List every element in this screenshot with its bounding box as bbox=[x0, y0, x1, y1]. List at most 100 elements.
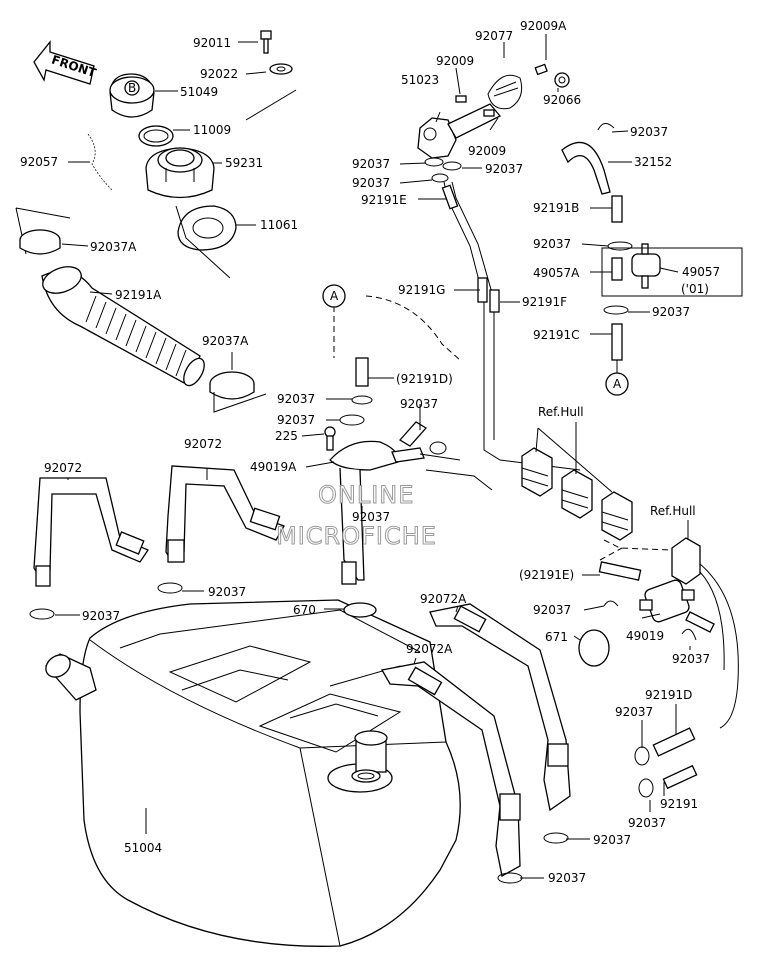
callout-92009-top: 92009 bbox=[436, 54, 474, 68]
strap-92072A-lower bbox=[380, 661, 521, 878]
callout-59231: 59231 bbox=[225, 156, 263, 170]
watermark-line-2: MICROFICHE bbox=[276, 522, 437, 550]
screw-92009A bbox=[534, 63, 548, 76]
clip-92037-r7 bbox=[638, 778, 654, 798]
filler-neck-59231 bbox=[145, 147, 215, 199]
hose-92191F bbox=[489, 289, 500, 313]
callout-labels: 92011 92022 51049 11009 92057 59231 1106… bbox=[20, 19, 720, 885]
callout-92037-right-1: 92037 bbox=[630, 125, 668, 139]
marker-A-top-label: A bbox=[330, 289, 339, 303]
vent-line bbox=[443, 181, 581, 471]
fuel-cap: B bbox=[109, 73, 155, 118]
hose-92191E bbox=[441, 184, 459, 210]
callout-92037-bottom-2: 92037 bbox=[548, 871, 586, 885]
callout-92072-right: 92072 bbox=[184, 437, 222, 451]
callout-92077: 92077 bbox=[475, 29, 513, 43]
tether-cord-92057 bbox=[87, 133, 113, 191]
callout-49057A: 49057A bbox=[533, 266, 580, 280]
fuel-filter-49019 bbox=[639, 579, 695, 623]
valve-49057 bbox=[611, 243, 661, 289]
callout-92072-left: 92072 bbox=[44, 461, 82, 475]
callout-92037-bottom-1: 92037 bbox=[593, 833, 631, 847]
valve-51023 bbox=[417, 95, 502, 159]
callout-92191D: 92191D bbox=[645, 688, 692, 702]
callout-92191A: 92191A bbox=[115, 288, 162, 302]
callout-32152: 32152 bbox=[634, 155, 672, 169]
clip-92037-r1 bbox=[597, 123, 615, 131]
bracket-lines-11061 bbox=[175, 205, 231, 279]
callout-92191E: 92191E bbox=[361, 193, 407, 207]
clip-92037-b1 bbox=[543, 832, 569, 844]
hose-92191E-paren bbox=[598, 561, 642, 581]
marker-A-right-label: A bbox=[613, 377, 622, 391]
callout-51004: 51004 bbox=[124, 841, 162, 855]
hose-92191B bbox=[611, 195, 623, 223]
callout-92037-mid-4: 92037 bbox=[352, 510, 390, 524]
callout-49019A: 49019A bbox=[250, 460, 297, 474]
hose-route-A bbox=[333, 295, 461, 361]
callout-92191B: 92191B bbox=[533, 201, 579, 215]
callout-92191D-paren: (92191D) bbox=[396, 372, 453, 386]
clip-92037-c1 bbox=[424, 157, 444, 167]
callout-92037-left-1: 92037 bbox=[208, 585, 246, 599]
callout-92057: 92057 bbox=[20, 155, 58, 169]
strap-92072-left bbox=[33, 477, 149, 587]
clip-92037-c3 bbox=[431, 173, 449, 183]
hose-92191D bbox=[652, 727, 696, 757]
clip-92037-r6 bbox=[634, 746, 650, 766]
nut-92066 bbox=[554, 72, 570, 88]
fuel-cap-bolt bbox=[260, 30, 272, 54]
callout-92009-mid: 92009 bbox=[468, 144, 506, 158]
hose-clip-block-2 bbox=[561, 469, 593, 519]
strap-92072-right bbox=[165, 465, 285, 563]
callout-92037-right-7: 92037 bbox=[628, 816, 666, 830]
leader-lines bbox=[55, 34, 691, 879]
svg-text:B: B bbox=[128, 81, 136, 95]
front-direction-arrow: FRONT bbox=[33, 40, 99, 85]
hose-92191 bbox=[662, 764, 698, 790]
inset-box-49057 bbox=[601, 247, 743, 297]
connector-marker-A-top bbox=[322, 284, 346, 308]
callout-671: 671 bbox=[545, 630, 568, 644]
oring-671 bbox=[578, 629, 610, 667]
callout-92072A-lower: 92072A bbox=[406, 642, 453, 656]
callout-11009: 11009 bbox=[193, 123, 231, 137]
clip-92037-b2 bbox=[497, 872, 523, 884]
strap-92072A-upper bbox=[429, 603, 571, 812]
oring-670 bbox=[343, 602, 377, 618]
callout-92037-left-2: 92037 bbox=[82, 609, 120, 623]
callout-92191F: 92191F bbox=[522, 295, 567, 309]
hose-92191D-paren bbox=[355, 357, 369, 387]
callout-92037-right-5: 92037 bbox=[672, 652, 710, 666]
connector-marker-A-right bbox=[605, 372, 629, 396]
gasket-plate-11061 bbox=[177, 205, 237, 251]
callout-51049: 51049 bbox=[180, 85, 218, 99]
callout-92037-mid-3: 92037 bbox=[400, 397, 438, 411]
gasket-11009 bbox=[138, 125, 174, 147]
callout-92066: 92066 bbox=[543, 93, 581, 107]
clip-92037-r4 bbox=[603, 600, 619, 607]
callout-92037A-top: 92037A bbox=[90, 240, 137, 254]
hose-to-filter bbox=[685, 611, 715, 633]
clip-92037-r5 bbox=[681, 628, 697, 641]
clip-92037-l1 bbox=[157, 582, 183, 594]
callout-ref-hull-2: Ref.Hull bbox=[650, 504, 696, 518]
clip-92037-m2 bbox=[339, 414, 365, 426]
callout-92022: 92022 bbox=[200, 67, 238, 81]
clip-92037-m3 bbox=[429, 441, 447, 455]
callout-11061: 11061 bbox=[260, 218, 298, 232]
callout-92191G: 92191G bbox=[398, 283, 445, 297]
fuel-tank-51004 bbox=[45, 599, 461, 947]
callout-92037-center-2: 92037 bbox=[352, 176, 390, 190]
callout-225: 225 bbox=[275, 429, 298, 443]
clip-92037-r3 bbox=[603, 305, 629, 315]
callout-92072A-upper: 92072A bbox=[420, 592, 467, 606]
fuel-line-right bbox=[699, 563, 739, 729]
clip-92037-r2 bbox=[607, 241, 633, 251]
hose-32152 bbox=[561, 141, 611, 195]
watermark: ONLINE MICROFICHE bbox=[276, 481, 437, 551]
callout-49057-year: ('01) bbox=[681, 282, 709, 296]
watermark-line-1: ONLINE bbox=[318, 481, 414, 509]
clip-92037-m1 bbox=[351, 395, 373, 405]
